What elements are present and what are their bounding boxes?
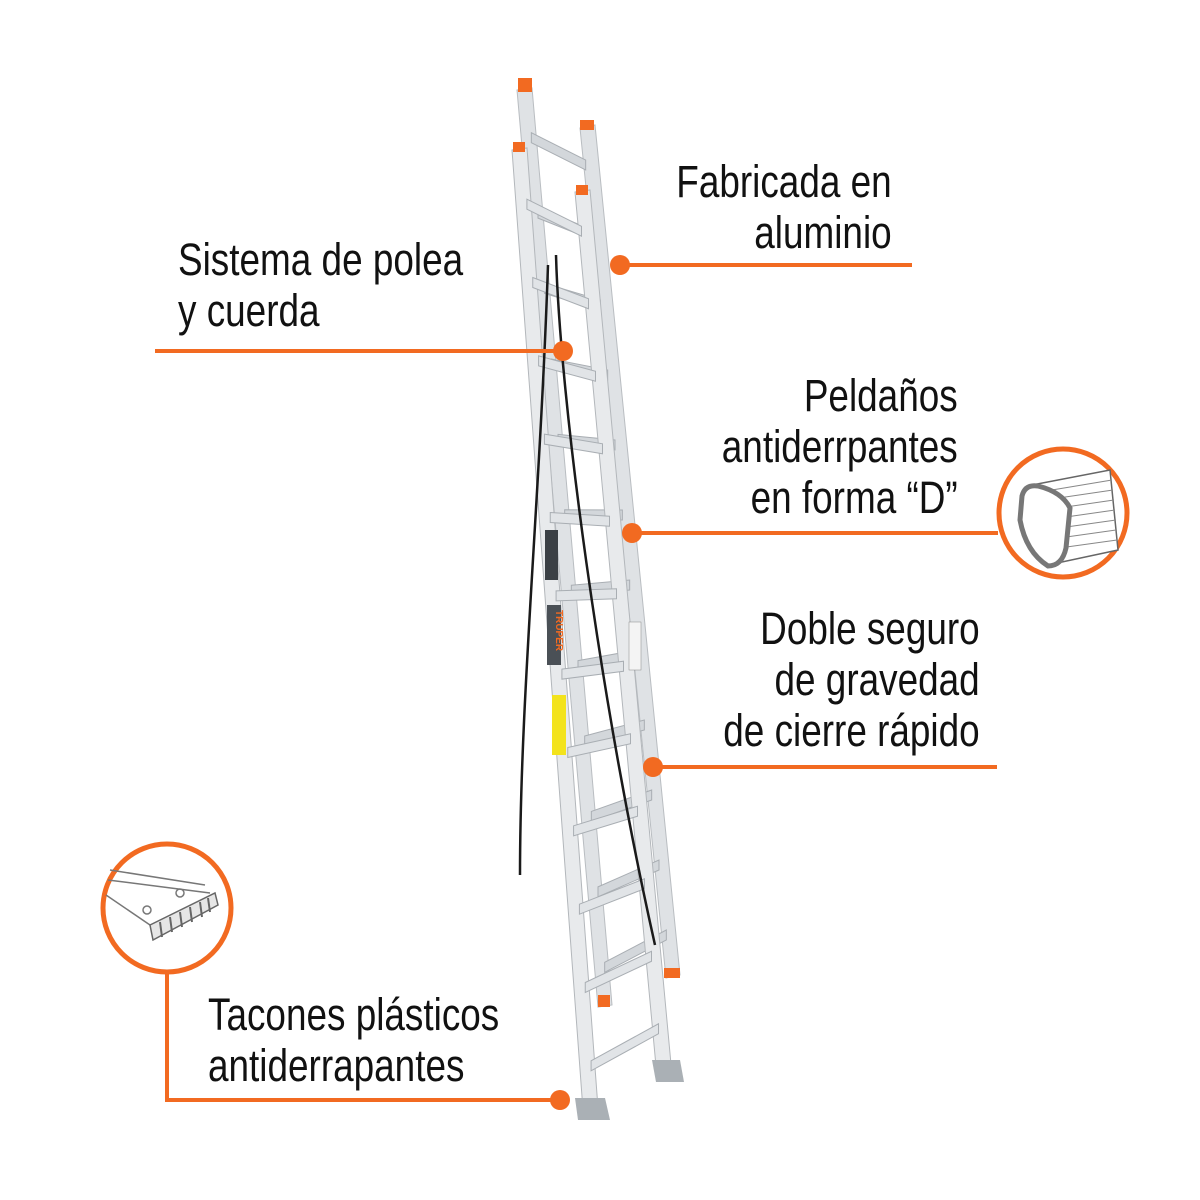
brand-logo: TRUPER: [553, 610, 564, 652]
label-line: en forma “D”: [750, 472, 958, 523]
label-line: de gravedad: [774, 654, 980, 705]
ladder-rung: [530, 131, 587, 171]
plastic-foot-icon: [100, 841, 234, 975]
ladder-rung: [590, 1022, 659, 1072]
ladder-rung: [526, 198, 582, 238]
label-line: Peldaños: [804, 370, 958, 421]
callout-dot-lock: [643, 757, 663, 777]
callout-label-feet: Tacones plásticos antiderrapantes: [208, 989, 563, 1091]
callout-label-pulley: Sistema de polea y cuerda: [178, 234, 526, 336]
callout-dot-rungs: [622, 523, 642, 543]
label-sticker: [545, 530, 558, 580]
foot-left: [575, 1098, 610, 1120]
instruction-sticker: [628, 621, 642, 671]
label-line: antiderrapantes: [208, 1040, 465, 1091]
label-line: aluminio: [754, 207, 892, 258]
ladder-rung: [578, 878, 645, 915]
callout-label-rungs: Peldaños antiderrpantes en forma “D”: [670, 370, 958, 523]
ladder-rung: [555, 588, 617, 602]
label-line: Doble seguro: [760, 603, 980, 654]
callout-label-lock: Doble seguro de gravedad de cierre rápid…: [667, 603, 980, 756]
label-line: Sistema de polea: [178, 234, 464, 285]
label-line: y cuerda: [178, 285, 320, 336]
ladder-rung: [584, 950, 652, 994]
callout-dot-feet: [550, 1090, 570, 1110]
d-rung-icon: [996, 446, 1130, 580]
callout-label-material: Fabricada en aluminio: [629, 156, 892, 258]
brand-sticker: [547, 605, 561, 665]
ladder-rung: [573, 805, 638, 837]
foot-right: [652, 1060, 684, 1082]
callout-line-feet: [165, 973, 560, 1102]
label-line: de cierre rápido: [723, 705, 980, 756]
ladder-rung: [543, 433, 603, 455]
warning-sticker: [552, 695, 566, 755]
ladder-rung: [538, 355, 596, 382]
label-line: antiderrpantes: [722, 421, 958, 472]
label-line: Fabricada en: [676, 156, 892, 207]
label-line: Tacones plásticos: [208, 989, 500, 1040]
callout-dot-material: [610, 255, 630, 275]
rope: [518, 254, 657, 946]
ladder-rung: [561, 660, 624, 680]
callout-dot-pulley: [553, 341, 573, 361]
